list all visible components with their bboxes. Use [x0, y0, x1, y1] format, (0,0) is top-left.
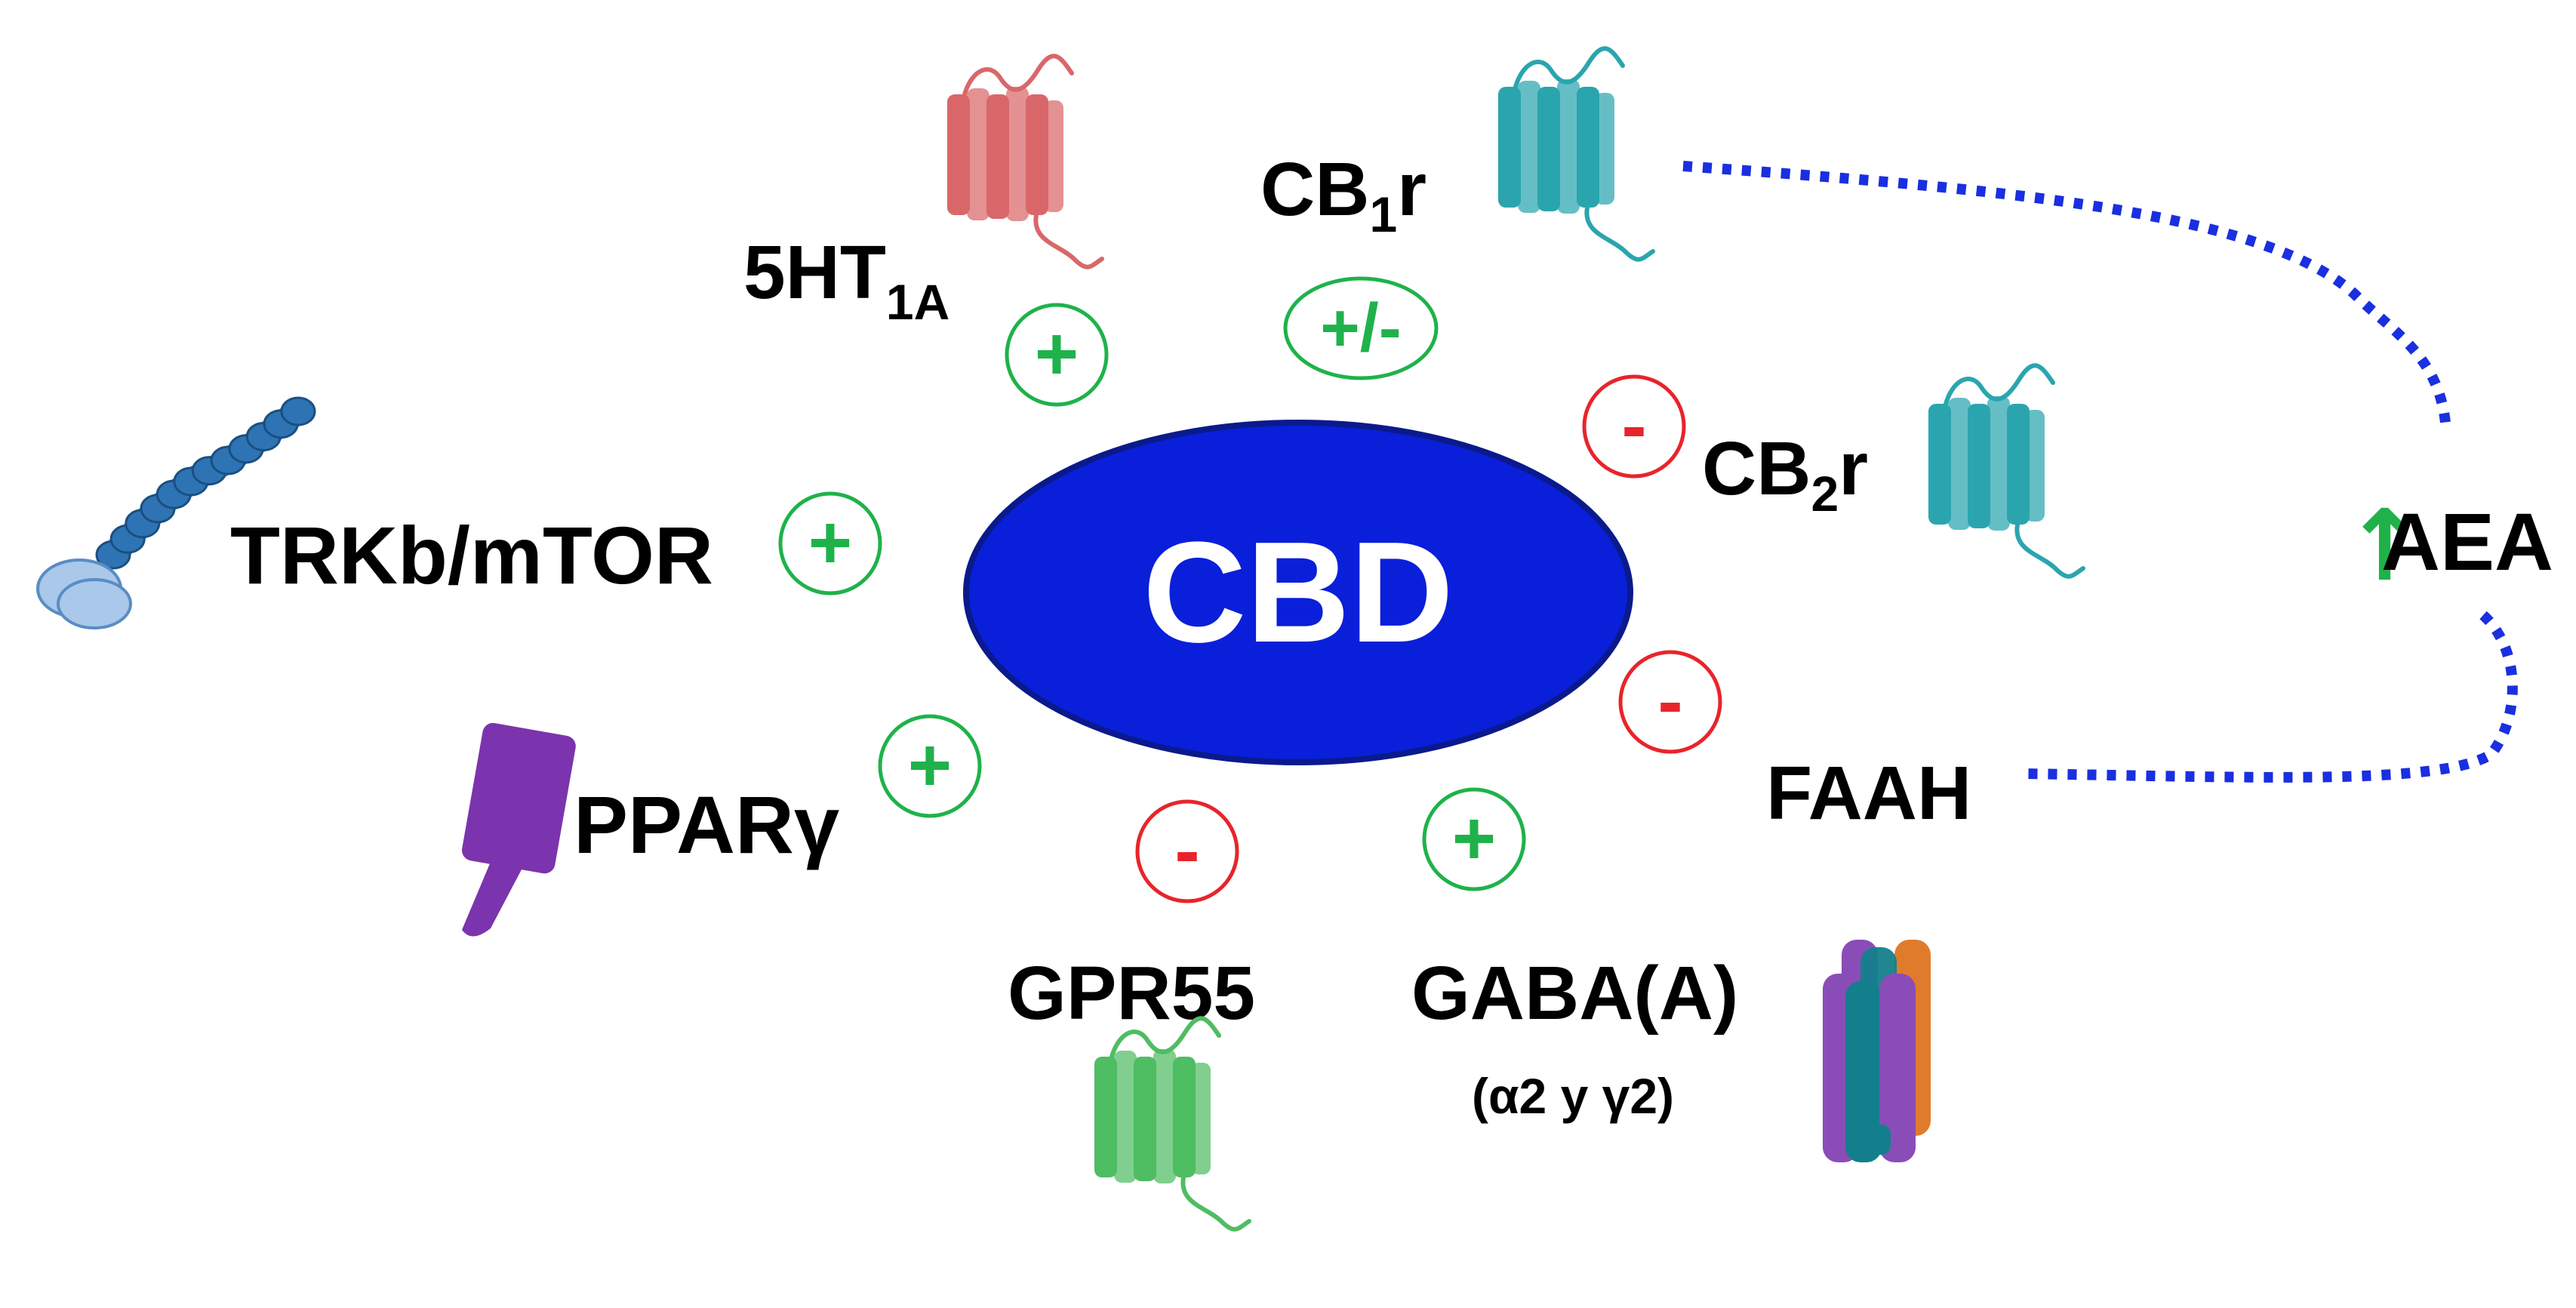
label-gaba-subunits: (α2 y γ2) — [1472, 1068, 1674, 1124]
dotted-link-cb1-aea — [1682, 161, 2451, 423]
label-cb1r: CB1r — [1260, 147, 1426, 242]
svg-text:-: - — [1621, 383, 1646, 468]
target-cb1r: CB1r +/- — [1260, 48, 1653, 380]
target-5ht1a: 5HT1A + — [743, 56, 1109, 407]
label-faah: FAAH — [1766, 751, 1971, 836]
target-gpr55: - GPR55 — [1008, 799, 1255, 1230]
effect-cb2r: - — [1582, 374, 1686, 479]
effect-5ht1a: + — [1005, 303, 1109, 407]
effect-gaba-a: + — [1422, 787, 1526, 891]
gaba-a-channel-icon — [1823, 940, 1931, 1162]
ppar-receptor-icon — [462, 722, 576, 937]
effect-gpr55: - — [1135, 799, 1239, 903]
gpcr-receptor-icon — [1094, 1018, 1249, 1229]
svg-text:+: + — [1035, 312, 1079, 396]
target-gaba-a: + GABA(A) (α2 y γ2) — [1411, 787, 1931, 1162]
target-cb2r: CB2r - — [1582, 365, 2083, 576]
target-ppar-gamma: PPARγ + — [462, 714, 982, 937]
trkb-receptor-icon — [36, 396, 316, 629]
label-gaba-a: GABA(A) — [1411, 951, 1738, 1036]
label-cb2r: CB2r — [1702, 426, 1868, 522]
label-ppar-gamma: PPARγ — [574, 779, 839, 870]
label-trkb-mtor: TRKb/mTOR — [230, 509, 713, 601]
gpcr-receptor-icon — [947, 56, 1102, 266]
target-trkb-mtor: TRKb/mTOR + — [36, 396, 882, 629]
svg-text:+: + — [808, 500, 852, 585]
effect-trkb-mtor: + — [778, 491, 882, 596]
target-faah: - FAAH — [1618, 650, 1971, 836]
effect-ppar-gamma: + — [878, 714, 982, 818]
svg-text:+: + — [908, 723, 952, 808]
effect-faah: - — [1618, 650, 1722, 754]
svg-text:+/-: +/- — [1320, 291, 1402, 366]
label-aea: AEA — [2381, 496, 2553, 587]
svg-text:-: - — [1174, 808, 1199, 893]
cbd-node: CBD — [963, 420, 1633, 765]
gpcr-receptor-icon — [1498, 48, 1653, 259]
label-gpr55: GPR55 — [1008, 951, 1255, 1036]
gpcr-receptor-icon — [1928, 365, 2083, 576]
dotted-link-aea-faah — [2022, 611, 2518, 783]
cbd-label: CBD — [1143, 512, 1454, 672]
svg-text:+: + — [1452, 796, 1496, 881]
label-5ht1a: 5HT1A — [743, 230, 949, 330]
effect-cb1r: +/- — [1283, 276, 1439, 380]
svg-text:-: - — [1657, 659, 1682, 743]
cbd-ellipse — [963, 420, 1633, 765]
up-arrow-icon: ↑ — [2344, 488, 2426, 603]
aea-node: ↑ AEA — [2344, 488, 2553, 603]
